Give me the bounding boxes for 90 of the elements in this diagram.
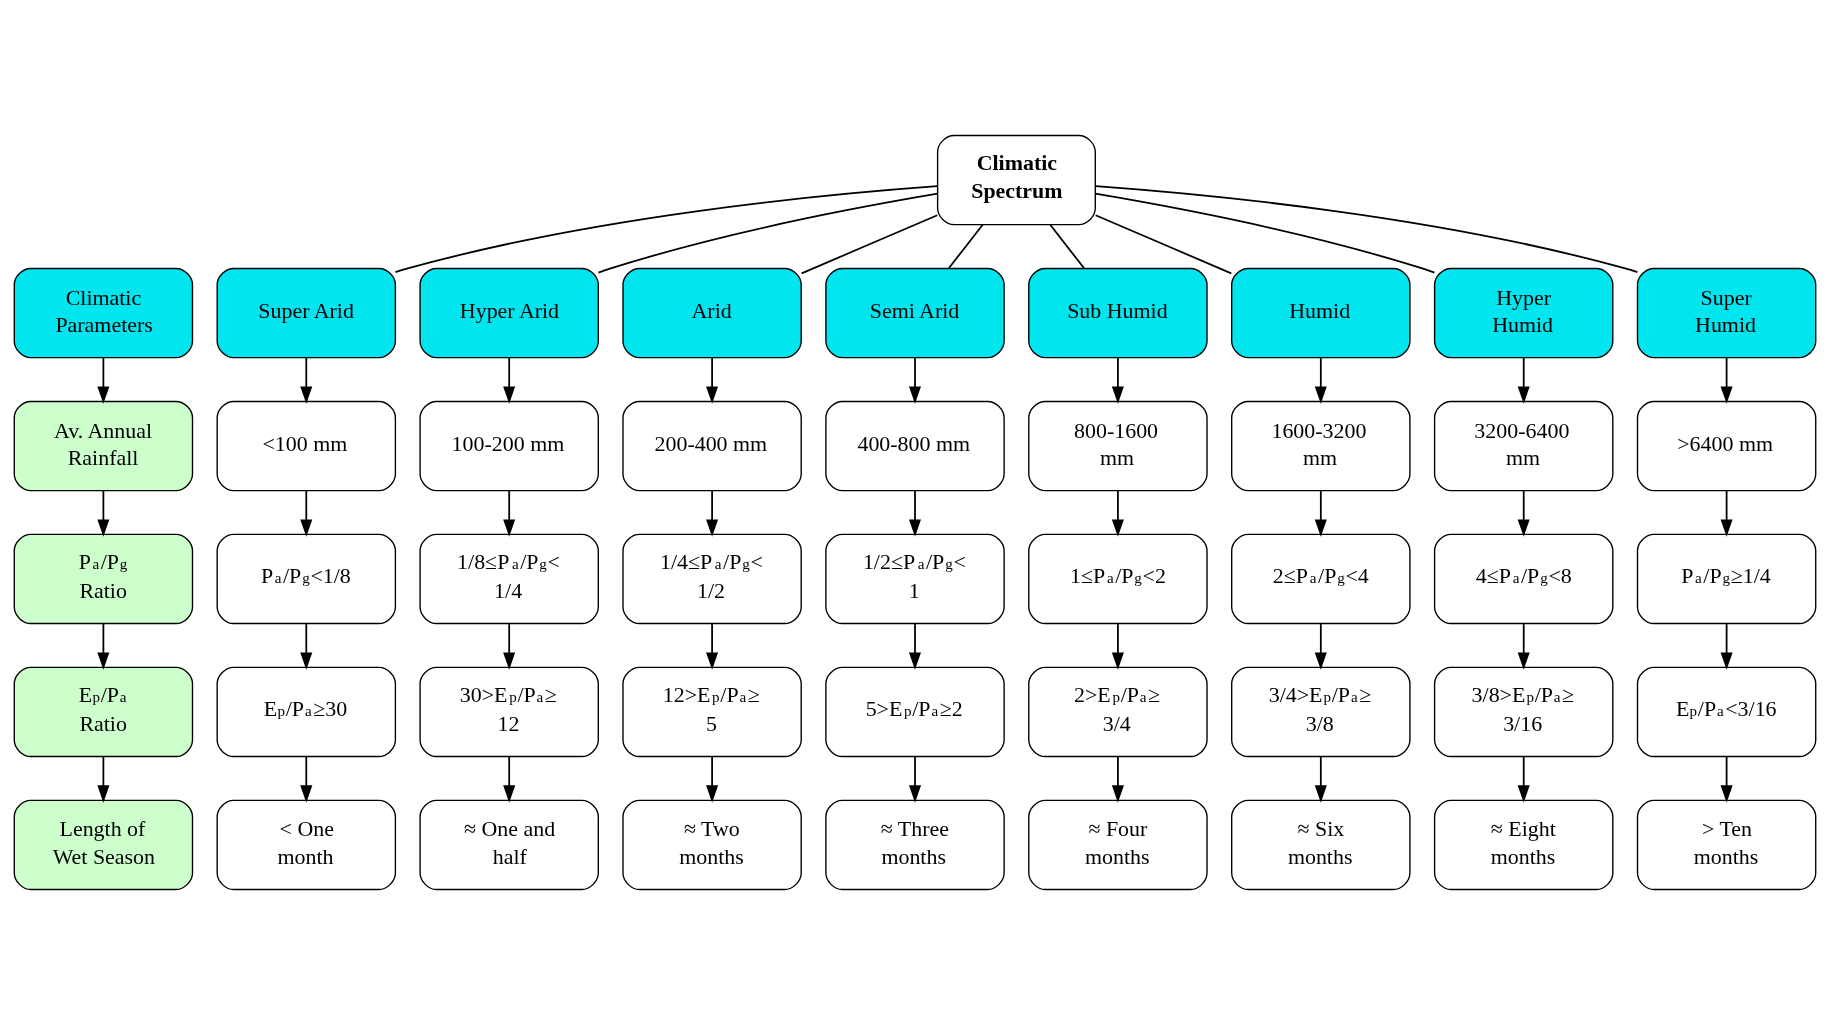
node-box: Arid: [622, 267, 802, 358]
arrow: [1517, 356, 1530, 404]
connector: [1094, 184, 1639, 273]
arrow: [300, 489, 313, 537]
arrow: [908, 356, 922, 404]
arrow: [908, 622, 922, 670]
arrow: [503, 622, 516, 670]
node-box: Super Humid: [1636, 267, 1817, 358]
arrow: [300, 356, 313, 404]
node-box: ≈ Three months: [825, 799, 1005, 890]
node-box: 4≤Pa/Pg<8: [1433, 533, 1614, 624]
node-box: Humid: [1231, 267, 1411, 358]
arrow: [1720, 755, 1733, 803]
node-box: Ep/Pa≥30: [216, 666, 397, 757]
node-box: Pa/Pg≥1/4: [1636, 533, 1817, 624]
connector: [800, 213, 939, 274]
node-box: ≈ Six months: [1231, 799, 1411, 890]
arrow: [706, 489, 719, 537]
arrow: [1517, 622, 1530, 670]
node-box: 1/2≤Pa/Pg< 1: [825, 533, 1005, 624]
node-box: Pa/Pg<1/8: [216, 533, 397, 624]
node-box: 2>Ep/Pa≥ 3/4: [1028, 666, 1208, 757]
arrow: [706, 622, 719, 670]
arrow: [97, 755, 110, 803]
node-box: Hyper Humid: [1433, 267, 1614, 358]
node-box: 12>Ep/Pa≥ 5: [622, 666, 802, 757]
node-box: 30>Ep/Pa≥ 12: [419, 666, 599, 757]
node-box: 1≤Pa/Pg<2: [1028, 533, 1208, 624]
node-box: 1600-3200 mm: [1231, 400, 1411, 491]
node-box: Length of Wet Season: [13, 799, 194, 890]
node-box: 3200-6400 mm: [1433, 400, 1614, 491]
connector: [948, 223, 984, 269]
connector: [394, 184, 939, 273]
connector: [1094, 213, 1233, 274]
arrow: [1111, 489, 1124, 537]
node-box: >6400 mm: [1636, 400, 1817, 491]
arrow: [503, 755, 516, 803]
arrow: [908, 489, 922, 537]
node-box: ≈ Four months: [1028, 799, 1208, 890]
node-box: 3/4>Ep/Pa≥ 3/8: [1231, 666, 1411, 757]
arrow: [1517, 489, 1530, 537]
node-box: 3/8>Ep/Pa≥ 3/16: [1433, 666, 1614, 757]
node-box: Super Arid: [216, 267, 397, 358]
arrow: [706, 755, 719, 803]
node-box: ≈ Two months: [622, 799, 802, 890]
node-box: 1/8≤Pa/Pg< 1/4: [419, 533, 599, 624]
node-box: 400-800 mm: [825, 400, 1005, 491]
arrow: [1111, 755, 1124, 803]
arrow: [503, 489, 516, 537]
arrow: [503, 356, 516, 404]
node-box: Av. Annual Rainfall: [13, 400, 194, 491]
node-box: 200-400 mm: [622, 400, 802, 491]
node-box: Climatic Parameters: [13, 267, 194, 358]
node-box: < One month: [216, 799, 397, 890]
node-box: ≈ One and half: [419, 799, 599, 890]
arrow: [300, 755, 313, 803]
arrow: [97, 622, 110, 670]
node-box: Climatic Spectrum: [936, 134, 1096, 225]
connector: [597, 192, 939, 273]
node-box: Ep/Pa<3/16: [1636, 666, 1817, 757]
arrow: [1314, 755, 1327, 803]
arrow: [1314, 622, 1327, 670]
node-box: > Ten months: [1636, 799, 1817, 890]
node-box: 2≤Pa/Pg<4: [1231, 533, 1411, 624]
arrow: [97, 356, 110, 404]
connector: [1049, 223, 1085, 269]
arrow: [97, 489, 110, 537]
arrow: [1111, 622, 1124, 670]
node-box: Ep/Pa Ratio: [13, 666, 194, 757]
node-box: Pa/Pg Ratio: [13, 533, 194, 624]
arrow: [706, 356, 719, 404]
arrow: [1314, 489, 1327, 537]
node-box: <100 mm: [216, 400, 397, 491]
arrow: [1314, 356, 1327, 404]
arrow: [1720, 356, 1733, 404]
arrow: [1111, 356, 1124, 404]
arrow: [300, 622, 313, 670]
node-box: 5>Ep/Pa≥2: [825, 666, 1005, 757]
arrow: [1720, 622, 1733, 670]
node-box: Sub Humid: [1028, 267, 1208, 358]
connector: [1094, 192, 1436, 273]
node-box: ≈ Eight months: [1433, 799, 1614, 890]
node-box: Hyper Arid: [419, 267, 599, 358]
node-box: 1/4≤Pa/Pg< 1/2: [622, 533, 802, 624]
node-box: Semi Arid: [825, 267, 1005, 358]
arrow: [1517, 755, 1530, 803]
arrow: [908, 755, 922, 803]
arrow: [1720, 489, 1733, 537]
node-box: 800-1600 mm: [1028, 400, 1208, 491]
node-box: 100-200 mm: [419, 400, 599, 491]
